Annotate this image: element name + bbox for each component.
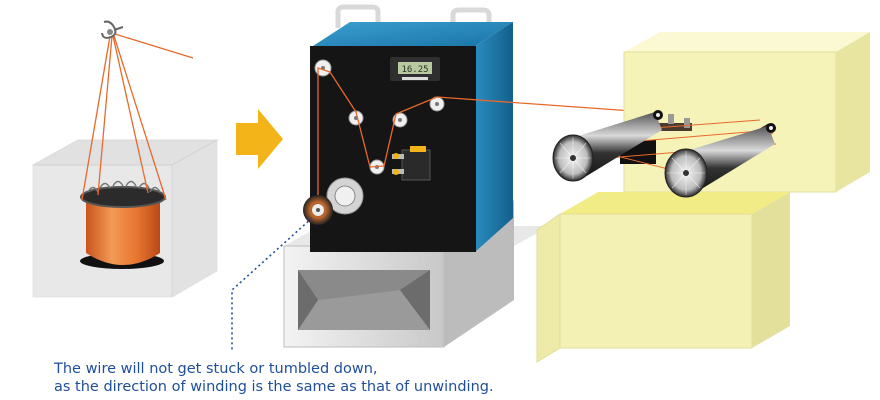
cabinet-side	[475, 22, 513, 252]
roller-right	[664, 123, 776, 198]
enclosure-front-side	[752, 192, 790, 348]
glass-box-side	[171, 139, 218, 298]
stand-opening-floor	[298, 290, 430, 330]
counter-display-screen	[398, 62, 432, 74]
enclosure-back-side	[836, 32, 870, 192]
supply-station	[31, 20, 219, 298]
supply-wires	[81, 33, 194, 201]
winding-machine: 16.25	[283, 4, 661, 348]
roller-left	[552, 110, 663, 182]
carry-handle-left	[335, 4, 381, 28]
caption-line-1: The wire will not get stuck or tumbled d…	[54, 361, 378, 377]
caption: The wire will not get stuck or tumbled d…	[54, 360, 614, 396]
coil-loops	[87, 180, 161, 193]
caption-line-2: as the direction of winding is the same …	[54, 379, 494, 395]
take-up-enclosure	[536, 32, 870, 363]
guide-pulleys	[314, 59, 445, 175]
enclosure-tray	[560, 192, 790, 214]
carry-handle-right	[450, 7, 492, 30]
stand-opening-inner	[298, 270, 430, 300]
enclosure-left-strip	[536, 213, 561, 363]
wire-bucket	[86, 198, 160, 265]
callout-leader-line	[231, 217, 313, 352]
glass-box-top	[31, 139, 219, 166]
enclosure-back-top	[624, 32, 870, 52]
counter-display-base	[402, 77, 428, 80]
bucket-rim	[80, 186, 166, 208]
enclosure-front	[559, 213, 753, 349]
winding-spool	[303, 177, 364, 225]
cabinet-top	[313, 22, 513, 46]
flow-arrow	[236, 109, 283, 169]
pulley-hook-icon	[101, 20, 124, 39]
tension-meter	[392, 146, 431, 181]
machine-wire-path	[317, 67, 661, 205]
counter-display-readout: 16.25	[401, 65, 428, 75]
